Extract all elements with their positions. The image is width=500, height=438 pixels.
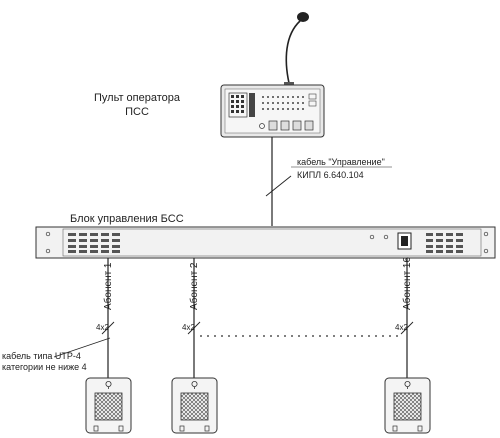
mount-hole-icon: [45, 231, 51, 237]
intercom-button-icon: [404, 381, 411, 389]
control-cable-label-line1: кабель "Управление": [297, 157, 385, 167]
subscriber-line-1: [101, 258, 115, 380]
console-keypad: [228, 92, 255, 118]
intercom-button-icon: [191, 381, 198, 389]
mount-hole-icon: [483, 248, 489, 254]
utp-cable-label-line1: кабель типа UTP-4: [2, 351, 81, 361]
intercom-button-icon: [105, 381, 112, 389]
subscriber-line-16: [400, 258, 414, 380]
utp-cable-label-line2: категории не ниже 4: [2, 362, 87, 372]
console-label-line2: ПСС: [125, 106, 149, 118]
led-icon: [383, 234, 389, 240]
pair-label-16: 4x2: [395, 323, 408, 332]
vent-grid-left: [68, 233, 120, 253]
pair-label-2: 4x2: [182, 323, 195, 332]
mount-hole-icon: [483, 231, 489, 237]
subscriber-panel-1: [85, 377, 132, 434]
power-switch-icon: [397, 232, 412, 250]
control-cable-label-line2: КИПЛ 6.640.104: [297, 170, 364, 180]
control-unit: [35, 226, 496, 259]
pair-label-1: 4x2: [96, 323, 109, 332]
control-cable-callout: [265, 175, 292, 197]
subscriber-label-2: Абонент 2: [188, 262, 200, 310]
utp-cable-callout: [53, 337, 111, 358]
subscriber-line-2: [187, 258, 201, 380]
mount-hole-icon: [45, 248, 51, 254]
speaker-grille-icon: [94, 392, 123, 421]
control-unit-label: Блок управления БСС: [70, 213, 184, 225]
speaker-grille-icon: [393, 392, 422, 421]
subscriber-panel-2: [171, 377, 218, 434]
subscriber-panel-16: [384, 377, 431, 434]
led-icon: [369, 234, 375, 240]
console-buttons: [259, 120, 314, 131]
console-indicators: [262, 93, 317, 110]
console-label-line1: Пульт оператора: [94, 92, 181, 104]
vent-grid-right: [426, 233, 463, 253]
subscriber-label-16: Абонент 16: [401, 257, 413, 310]
microphone-icon: [284, 12, 309, 86]
operator-console: [220, 84, 325, 138]
speaker-grille-icon: [180, 392, 209, 421]
subscriber-label-1: Абонент 1: [102, 262, 114, 310]
